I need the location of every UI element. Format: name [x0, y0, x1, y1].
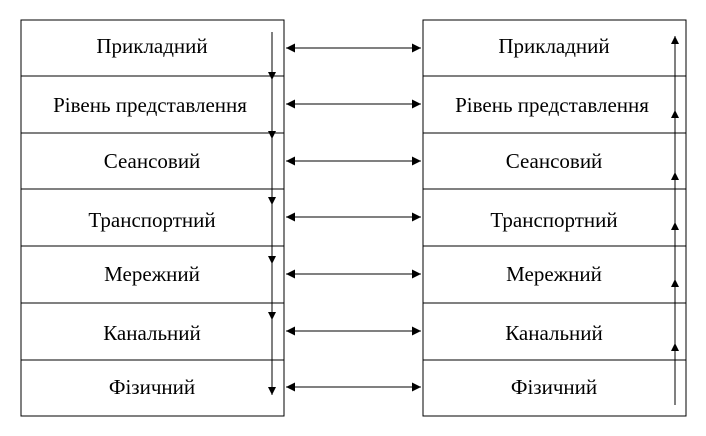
left-layer-label: Фізичний — [109, 375, 195, 399]
right-stack-frame — [422, 19, 687, 417]
right-layer-label: Фізичний — [511, 375, 597, 399]
right-layer-label: Транспортний — [490, 208, 617, 232]
peer-arrows — [286, 43, 421, 392]
left-layer-label: Мережний — [104, 262, 200, 286]
left-layer-label: Рівень представлення — [53, 93, 247, 117]
right-layer-label: Рівень представлення — [455, 93, 649, 117]
left-layer-label: Сеансовий — [104, 149, 201, 173]
left-stack-frame — [20, 19, 285, 417]
right-layer-label: Канальний — [505, 321, 603, 345]
left-layer-label: Канальний — [103, 321, 201, 345]
right-stack: Прикладний Рівень представлення Сеансови… — [422, 19, 687, 417]
right-layer-label: Сеансовий — [506, 149, 603, 173]
right-layer-label: Прикладний — [498, 34, 609, 58]
left-layer-label: Прикладний — [96, 34, 207, 58]
left-stack: Прикладний Рівень представлення Сеансови… — [20, 19, 285, 417]
left-layer-label: Транспортний — [88, 208, 215, 232]
right-layer-label: Мережний — [506, 262, 602, 286]
